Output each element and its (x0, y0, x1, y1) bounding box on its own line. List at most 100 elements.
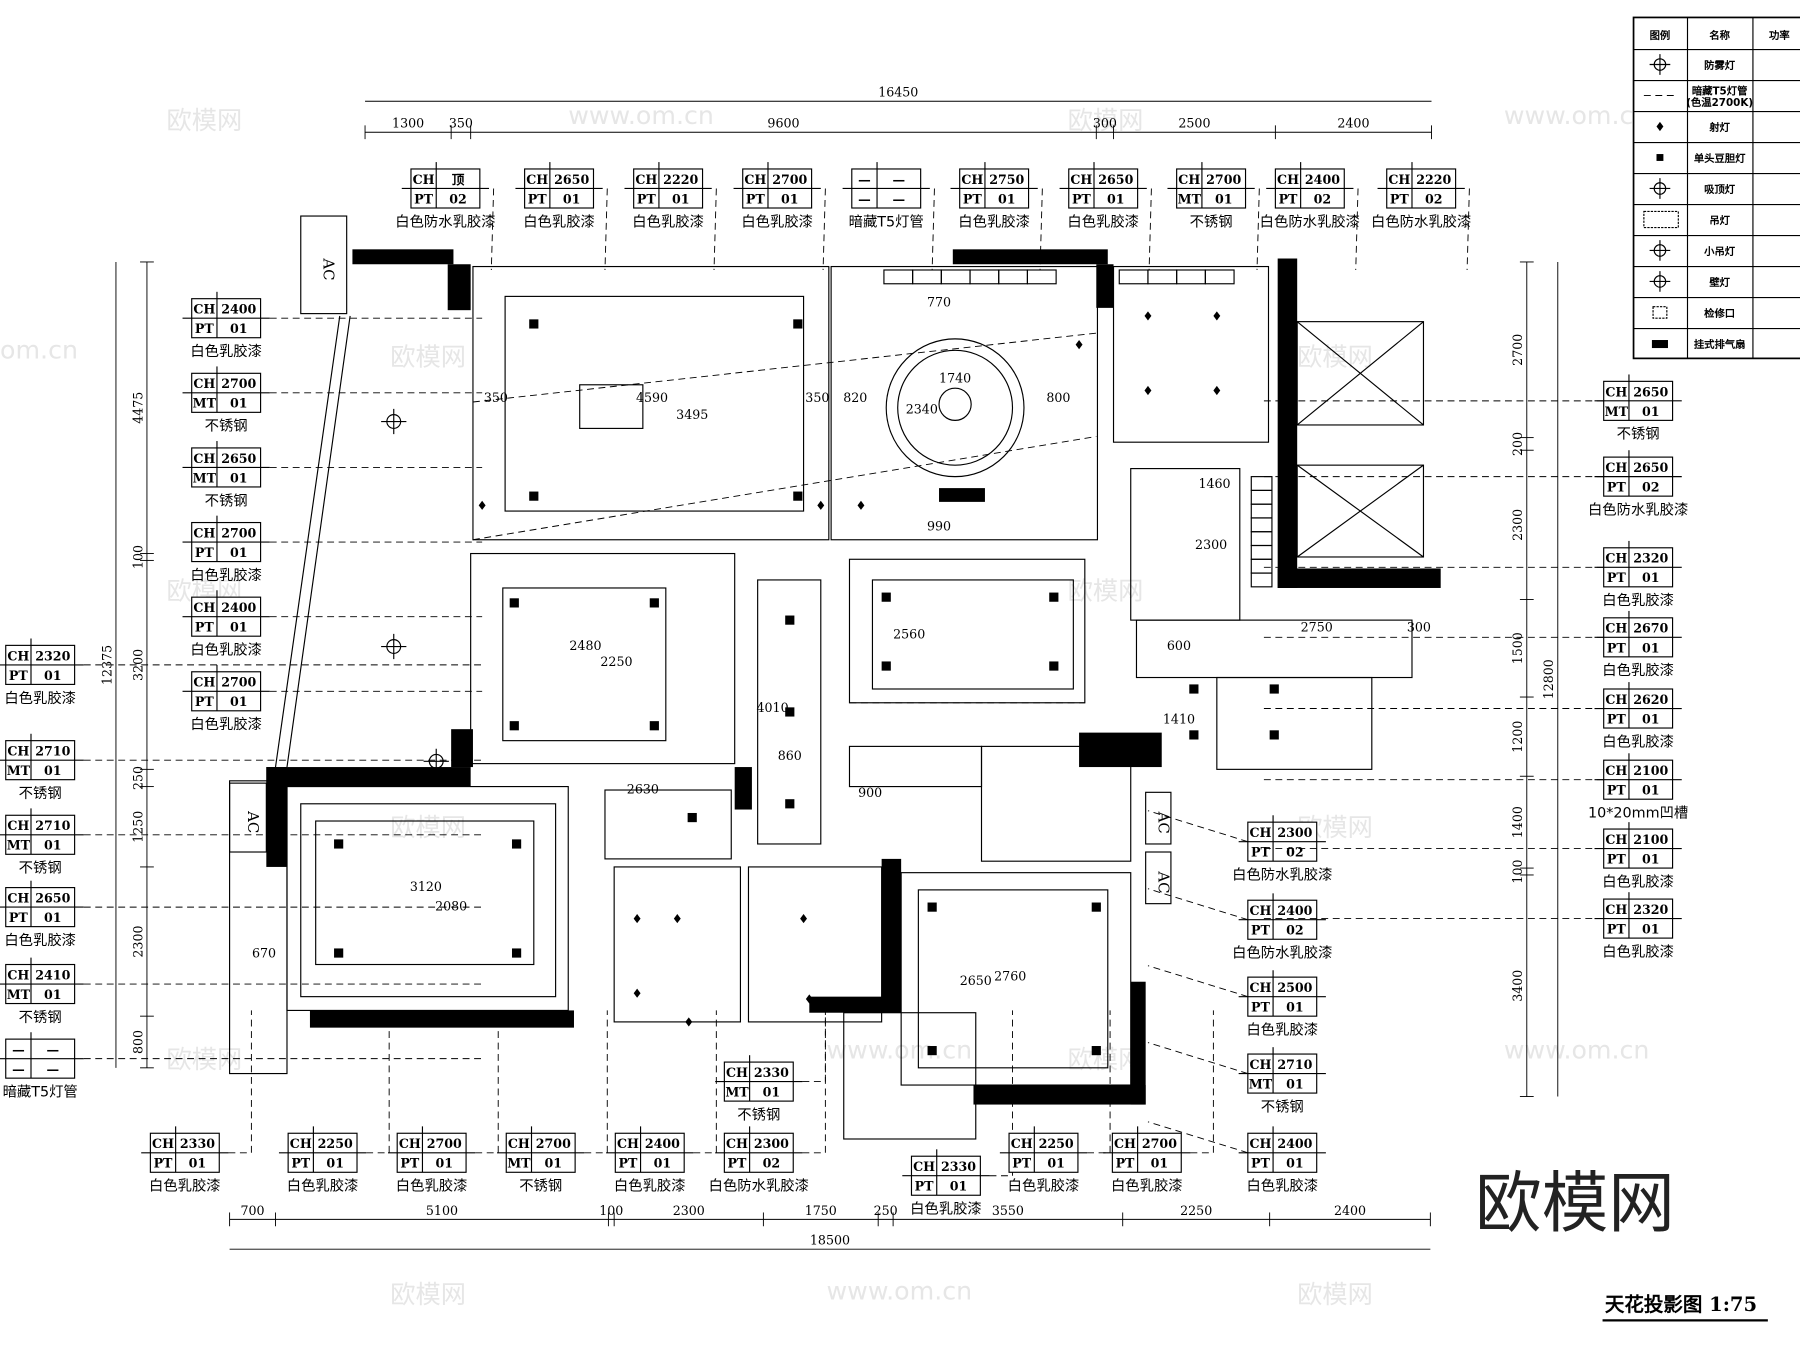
tag-material-code: PT (154, 1156, 173, 1171)
room-outline (917, 889, 1109, 1069)
logo-watermark: 欧模网 (1475, 1164, 1675, 1242)
room-outline (613, 866, 742, 1023)
tag-ceiling-height: 2250 (318, 1136, 353, 1151)
tag-material-number: 02 (1642, 480, 1660, 495)
tag-ceiling-height: 2650 (1098, 172, 1133, 187)
dimension-label: 250 (874, 1203, 898, 1218)
tag-ceiling-code: CH (1605, 763, 1627, 778)
single-downlight-icon (793, 491, 803, 501)
tag-ceiling-height: 2650 (554, 172, 589, 187)
tag-material-number: 01 (230, 396, 248, 411)
tag-leader-line (1355, 188, 1359, 271)
tag-material-code: PT (1012, 1156, 1031, 1171)
interior-dimension: 350 (484, 390, 508, 405)
tag-material-label: 白色乳胶漆 (4, 932, 76, 949)
tag-leader-line (490, 188, 495, 271)
tag-material-number: 02 (1425, 191, 1443, 206)
tag-ceiling-code: CH (1277, 172, 1299, 187)
tag-material-number: 01 (1642, 711, 1660, 726)
dimension-label: 250 (130, 766, 145, 790)
tag-material-number: 01 (763, 1085, 781, 1100)
tag-material-label: 白色乳胶漆 (287, 1178, 359, 1195)
tag-material-code: MT (1605, 404, 1629, 419)
tag-leader-line (1147, 1042, 1248, 1075)
tag-ceiling-height: 2330 (941, 1159, 976, 1174)
fog-proof-lamp-icon (423, 748, 449, 774)
tag-material-number: — (893, 191, 906, 206)
round-ceiling (885, 338, 1025, 478)
tag-ceiling-height: 2700 (772, 172, 807, 187)
tag-ceiling-height: 2710 (35, 744, 70, 759)
cabinet-cell (1147, 269, 1178, 285)
interior-dimension: 990 (927, 519, 951, 534)
tag-material-label: 白色乳胶漆 (149, 1178, 221, 1195)
tag-leader-line (1087, 1010, 1111, 1154)
single-downlight-icon (509, 598, 519, 608)
tag-ceiling-height: 2710 (35, 818, 70, 833)
tag-leader-line (1466, 188, 1470, 271)
room-outline (470, 552, 736, 765)
tag-ceiling-height: 2400 (1305, 172, 1340, 187)
dimension-label: 1750 (805, 1203, 837, 1218)
spotlight-icon (857, 500, 865, 510)
tag-material-label: 白色乳胶漆 (1602, 873, 1674, 890)
interior-dimension: 2560 (893, 626, 925, 641)
tag-ceiling-height: 2320 (1633, 551, 1668, 566)
tag-material-label: 白色防水乳胶漆 (1260, 213, 1360, 230)
cabinet-cell (1250, 544, 1273, 560)
dimension-label: 1300 (392, 116, 424, 131)
single-downlight-icon (927, 1046, 937, 1056)
tag-material-code: PT (195, 694, 214, 709)
tag-material-code: PT (9, 668, 28, 683)
tag-material-label: 白色乳胶漆 (632, 213, 704, 230)
cabinet-cell (1176, 269, 1206, 285)
interior-dimension: 1740 (939, 370, 971, 385)
wall-lamp-icon (1649, 271, 1671, 292)
wall-segment (734, 767, 752, 810)
tag-material-label: 不锈钢 (205, 418, 248, 435)
tag-material-number: 01 (230, 545, 248, 560)
tag-material-code: PT (1607, 922, 1626, 937)
tag-ceiling-height: 2250 (1039, 1136, 1074, 1151)
legend-name: 单头豆胆灯 (1694, 152, 1746, 165)
single-downlight-icon (1189, 730, 1199, 740)
tag-material-number: 01 (230, 620, 248, 635)
tag-leader-line (1256, 188, 1260, 271)
tag-material-label: 白色防水乳胶漆 (1232, 945, 1332, 962)
drawing-title-text: 天花投影图 1:75 (1605, 1293, 1757, 1316)
watermark-text: 欧模网 (390, 342, 466, 371)
tag-ceiling-height: 2100 (1633, 832, 1668, 847)
cabinet-cell (1204, 269, 1235, 285)
balcony-edge (286, 315, 351, 768)
tag-ceiling-height: 2320 (1633, 902, 1668, 917)
legend-name: 吸顶灯 (1704, 183, 1736, 196)
tag-material-number: 01 (1107, 191, 1125, 206)
tag-ceiling-code: CH (1388, 172, 1410, 187)
tag-material-label: 暗藏T5灯管 (849, 213, 924, 230)
tag-leader-line (822, 188, 826, 271)
cabinet-cell (1026, 269, 1057, 285)
single-downlight-icon (1656, 154, 1664, 161)
room-outline (472, 265, 830, 541)
tag-material-label: 白色乳胶漆 (190, 567, 262, 584)
spotlight-icon (817, 500, 825, 510)
legend-name: 防雾灯 (1704, 59, 1736, 72)
wall-segment (447, 264, 471, 311)
tag-material-number: 01 (672, 191, 690, 206)
tag-material-label: 不锈钢 (1261, 1098, 1304, 1115)
tag-ceiling-height: 2300 (754, 1136, 789, 1151)
single-downlight-icon (881, 592, 891, 602)
ac-label: AC (1154, 870, 1172, 893)
watermark-text: 欧模网 (1297, 342, 1373, 371)
tag-leader-line (1147, 810, 1248, 843)
